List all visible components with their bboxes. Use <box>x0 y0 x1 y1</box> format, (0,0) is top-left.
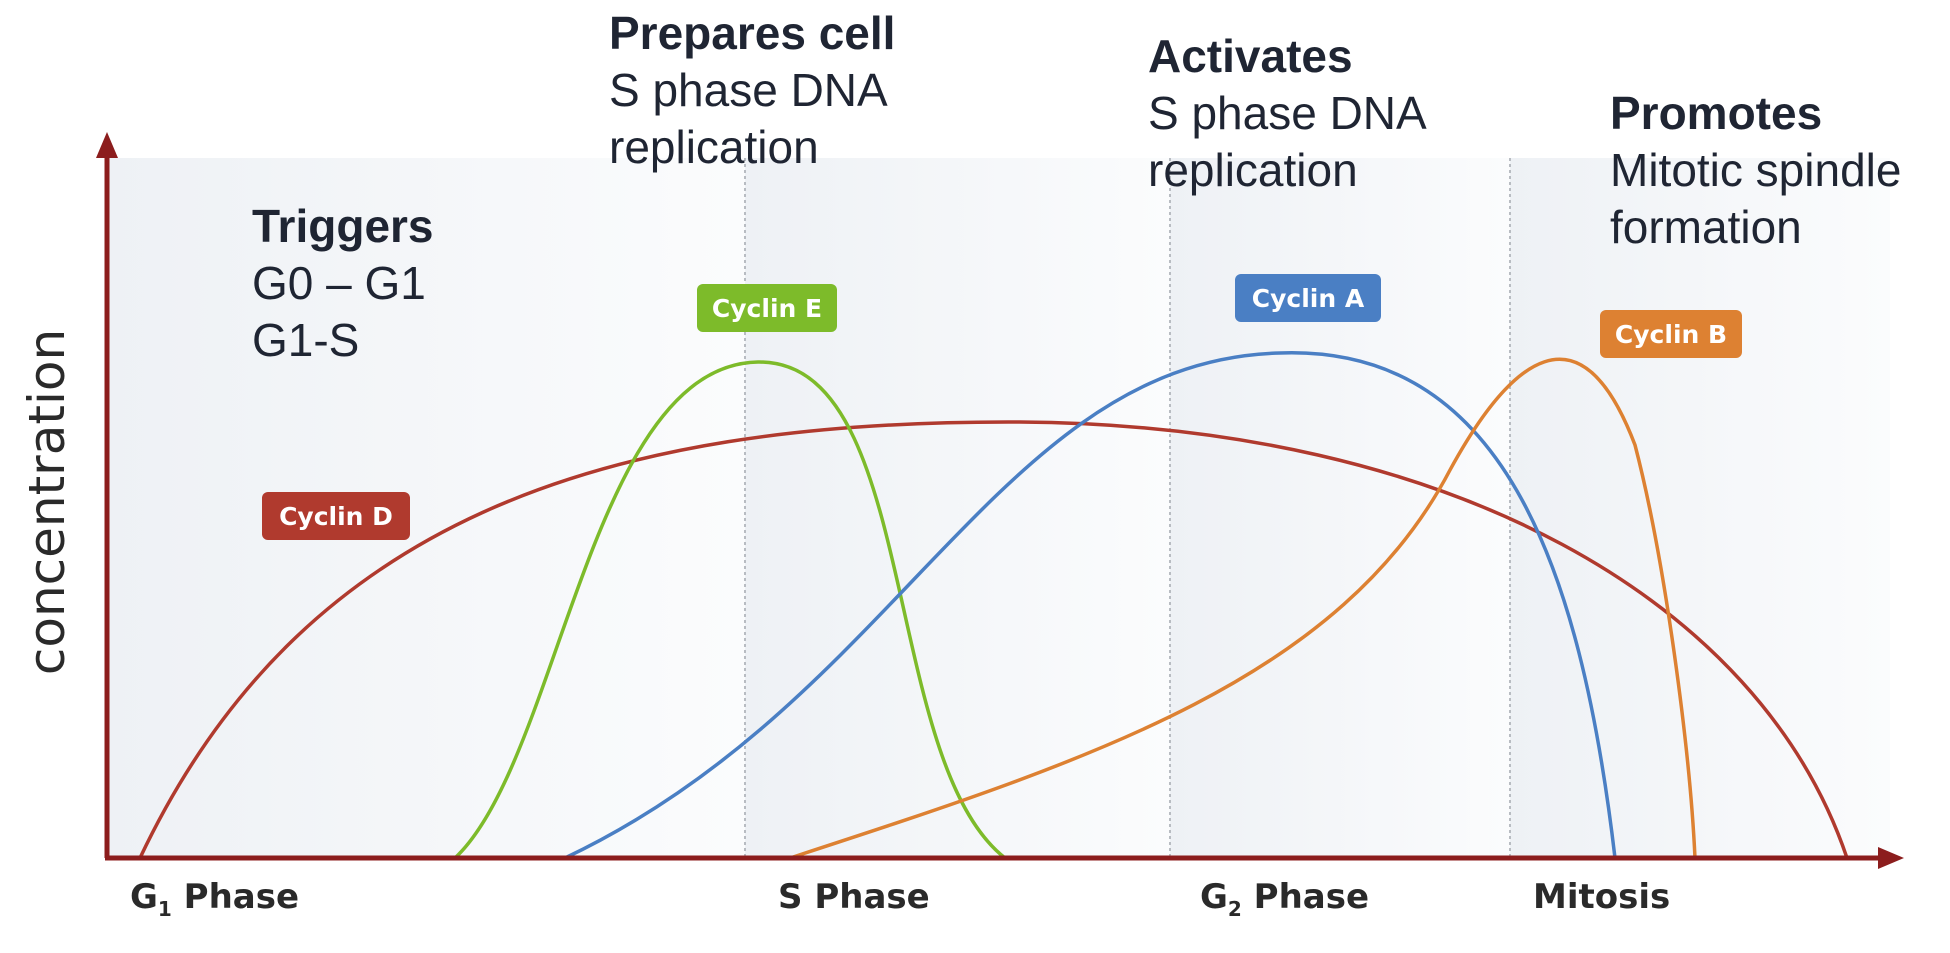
cyclin-d-label: Cyclin D <box>279 502 393 531</box>
cyclin-a-badge: Cyclin A <box>1235 274 1381 322</box>
cyclin-e-curve <box>453 360 1007 860</box>
phase-label-g2: G2 Phase <box>1200 877 1369 921</box>
annotation-triggers-line-2: G1-S <box>252 314 360 366</box>
cyclin-a-curve <box>564 351 1617 860</box>
annotation-activates-heading: Activates <box>1148 30 1353 82</box>
cyclin-a-label: Cyclin A <box>1252 284 1365 313</box>
phase-label-g1: G1 Phase <box>130 877 299 921</box>
cyclin-b-curve <box>789 357 1697 860</box>
phase-band-s <box>745 158 1170 858</box>
phase-band-g1 <box>107 158 745 858</box>
phase-band-g2 <box>1170 158 1510 858</box>
annotation-prepares-line-1: S phase DNA <box>609 64 888 116</box>
annotation-promotes-line-1: Mitotic spindle <box>1610 144 1902 196</box>
cyclin-b-badge: Cyclin B <box>1600 310 1742 358</box>
annotation-activates-line-2: replication <box>1148 144 1358 196</box>
phase-label-mitosis: Mitosis <box>1533 877 1670 917</box>
annotation-prepares: Prepares cell S phase DNA replication <box>609 5 895 176</box>
annotation-triggers-line-1: G0 – G1 <box>252 257 426 309</box>
annotation-triggers: Triggers G0 – G1 G1-S <box>252 198 434 369</box>
phase-label-s: S Phase <box>778 877 930 917</box>
annotation-triggers-heading: Triggers <box>252 200 434 252</box>
y-axis-arrow-icon <box>96 132 118 158</box>
cyclin-e-label: Cyclin E <box>712 294 822 323</box>
annotation-prepares-heading: Prepares cell <box>609 7 896 59</box>
annotation-prepares-line-2: replication <box>609 121 819 173</box>
cyclin-d-curve <box>138 420 1849 859</box>
annotation-promotes-line-2: formation <box>1610 201 1802 253</box>
annotation-promotes-heading: Promotes <box>1610 87 1823 139</box>
cyclin-e-badge: Cyclin E <box>697 284 837 332</box>
annotation-promotes: Promotes Mitotic spindle formation <box>1610 85 1901 256</box>
cyclin-b-label: Cyclin B <box>1615 320 1727 349</box>
annotation-activates-line-1: S phase DNA <box>1148 87 1427 139</box>
annotation-activates: Activates S phase DNA replication <box>1148 28 1427 199</box>
y-axis-label: concentration <box>18 329 76 675</box>
phase-band-m <box>1510 158 1890 858</box>
cyclin-d-badge: Cyclin D <box>262 492 410 540</box>
x-axis-arrow-icon <box>1878 847 1904 869</box>
